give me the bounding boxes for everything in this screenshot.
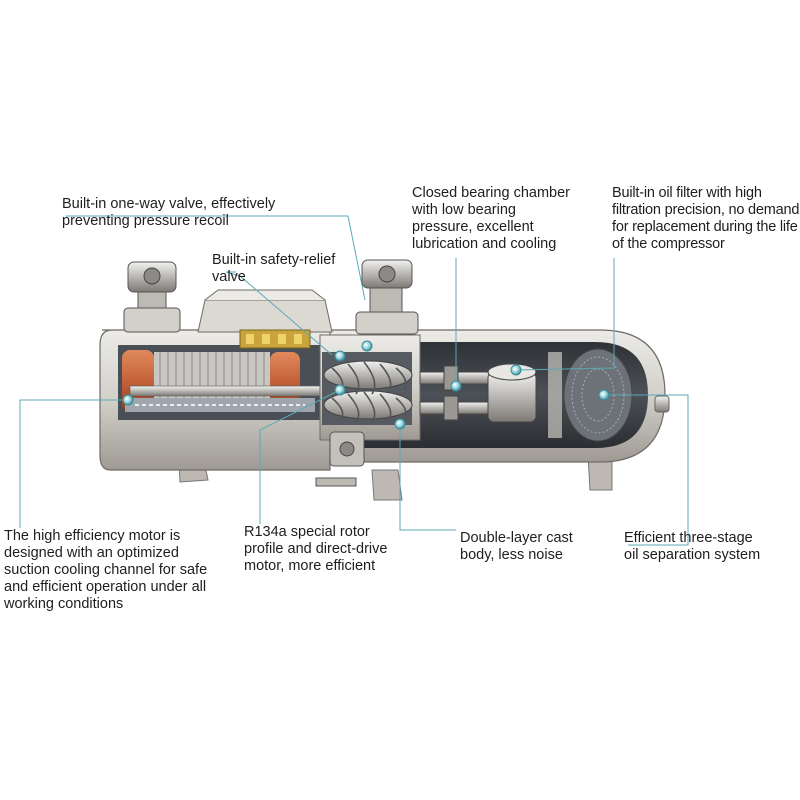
dot-motor — [122, 394, 134, 406]
leader-motor — [19, 399, 128, 528]
dot-one-way-valve — [361, 340, 373, 352]
separator-mesh — [548, 348, 633, 442]
label-cast-body: Double-layer cast body, less noise — [460, 530, 573, 563]
dot-rotor — [334, 384, 346, 396]
terminal-block — [239, 329, 311, 349]
leader-lines — [19, 215, 689, 546]
bearing-chamber — [419, 365, 491, 421]
dot-oil-filter — [510, 364, 522, 376]
label-safety-relief: Built-in safety-relief valve — [212, 252, 336, 285]
label-one-way-valve: Built-in one-way valve, effectively prev… — [62, 196, 276, 229]
leader-safety-relief — [225, 271, 333, 356]
end-cap-nub — [654, 395, 670, 413]
leader-cast-body — [399, 425, 456, 531]
label-bearing-chamber: Closed bearing chamber with low bearing … — [412, 185, 570, 252]
label-motor: The high efficiency motor is designed wi… — [4, 528, 208, 612]
label-oil-separation: Efficient three-stage oil separation sys… — [624, 530, 761, 563]
leader-one-way-valve — [66, 215, 366, 301]
lower-fittings — [315, 431, 365, 487]
dot-bearing-chamber — [450, 380, 462, 392]
callout-dots — [122, 340, 610, 430]
dot-oil-separation — [598, 389, 610, 401]
screw-rotors — [323, 360, 413, 423]
dot-cast-body — [394, 418, 406, 430]
leader-oil-separation — [604, 394, 689, 546]
leader-rotor — [259, 389, 341, 524]
leader-oil-filter — [515, 258, 615, 371]
dot-safety-relief — [334, 350, 346, 362]
foot-middle — [371, 469, 403, 501]
suction-valve — [123, 261, 181, 333]
terminal-box — [197, 299, 333, 333]
compressor-machine — [99, 259, 670, 501]
label-rotor: R134a special rotor profile and direct-d… — [244, 524, 388, 574]
discharge-valve — [355, 259, 419, 335]
label-oil-filter: Built-in oil filter with high filtration… — [612, 185, 800, 252]
